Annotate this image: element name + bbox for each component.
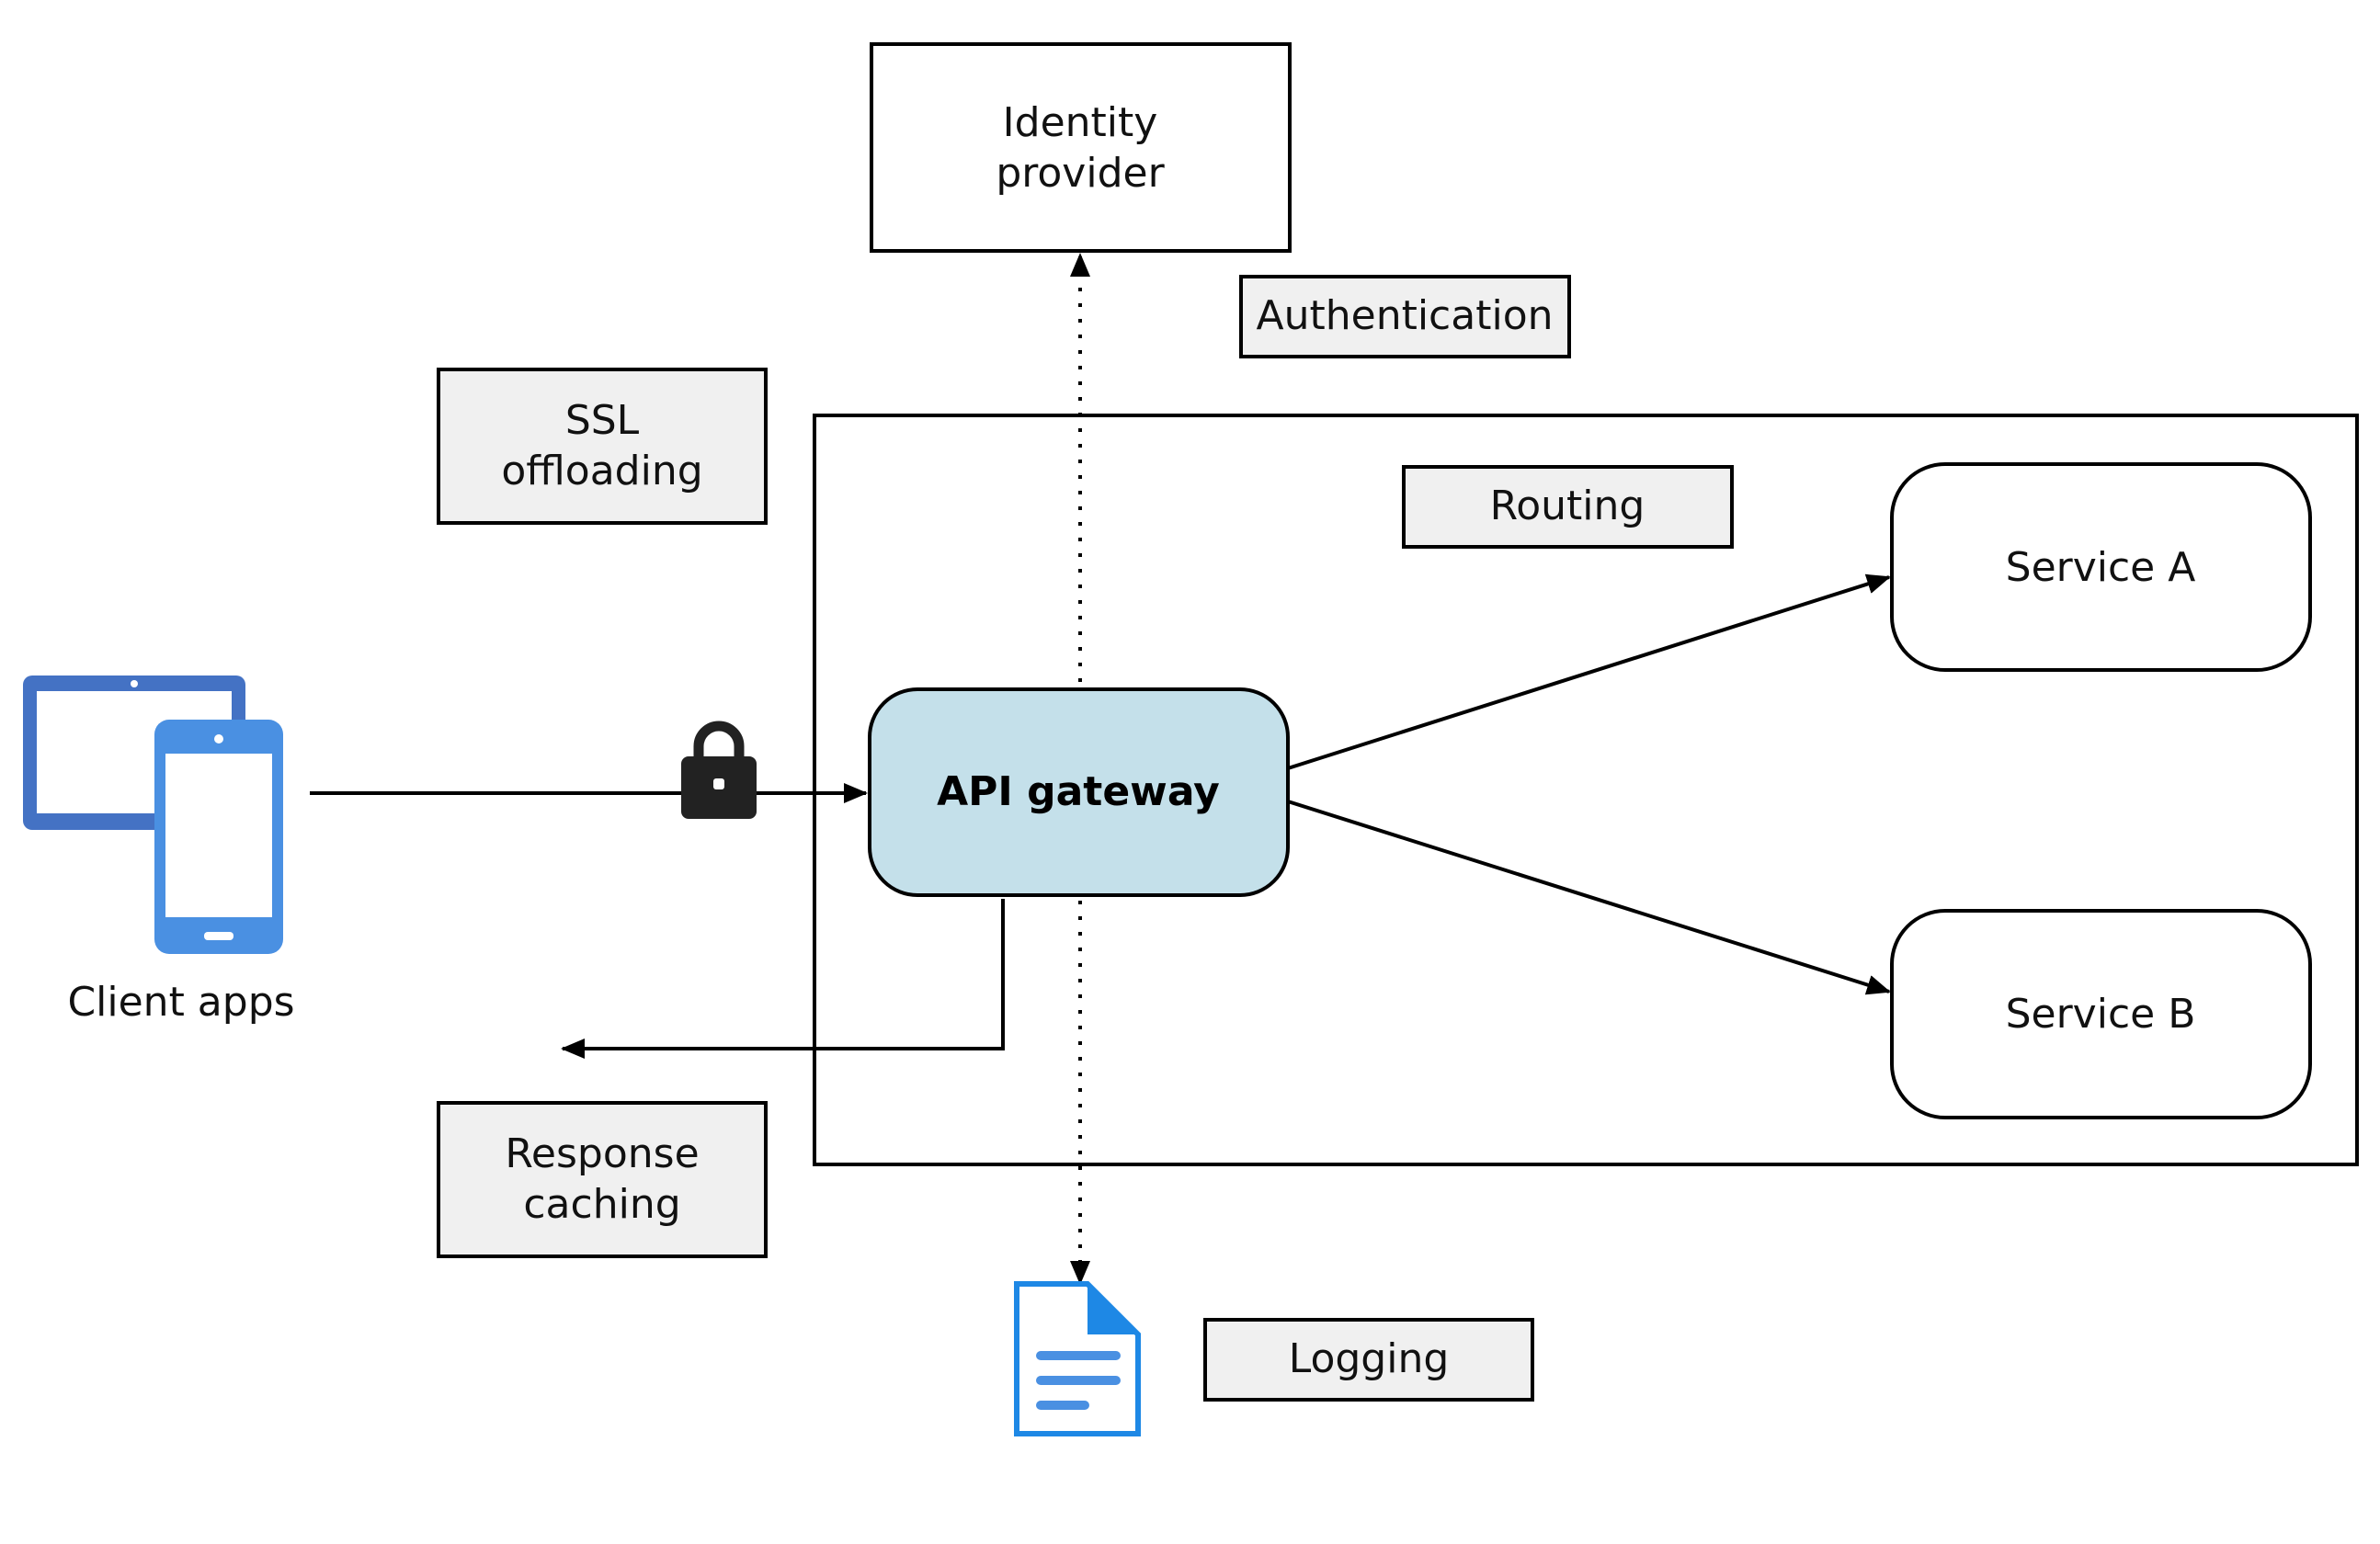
response-return-arrow: [561, 899, 1005, 1059]
service-b-label: Service B: [2006, 991, 2196, 1038]
authentication-label-box: Authentication: [1239, 275, 1571, 358]
api-gateway-label: API gateway: [937, 768, 1220, 815]
ssl-offloading-label-line1: SSL: [565, 397, 640, 444]
lock-icon: [681, 721, 757, 819]
tablet-and-phone-icon: [23, 676, 283, 954]
identity-provider-node: Identity provider: [870, 42, 1292, 253]
response-caching-label-box: Response caching: [437, 1101, 768, 1258]
identity-provider-label-line2: provider: [996, 150, 1165, 197]
routing-label-box: Routing: [1402, 465, 1734, 549]
ssl-offloading-label-box: SSL offloading: [437, 368, 768, 525]
routing-label: Routing: [1490, 482, 1646, 529]
service-b-node: Service B: [1890, 909, 2312, 1119]
log-document-icon: [1014, 1281, 1141, 1436]
client-apps-label: Client apps: [67, 979, 294, 1026]
authentication-label: Authentication: [1257, 292, 1554, 339]
identity-provider-label-line1: Identity: [1003, 99, 1158, 146]
ssl-offloading-label-line2: offloading: [501, 448, 702, 494]
route-to-service-b-arrow: [1287, 800, 1891, 995]
response-caching-label-line1: Response: [505, 1130, 699, 1177]
service-a-node: Service A: [1890, 462, 2312, 672]
logging-label-box: Logging: [1203, 1318, 1534, 1402]
route-to-service-a-arrow: [1287, 573, 1891, 770]
response-caching-label-line2: caching: [523, 1181, 680, 1228]
api-gateway-node: API gateway: [868, 687, 1290, 897]
service-a-label: Service A: [2006, 544, 2196, 591]
gateway-container: [813, 414, 2359, 1166]
logging-label: Logging: [1289, 1335, 1450, 1382]
